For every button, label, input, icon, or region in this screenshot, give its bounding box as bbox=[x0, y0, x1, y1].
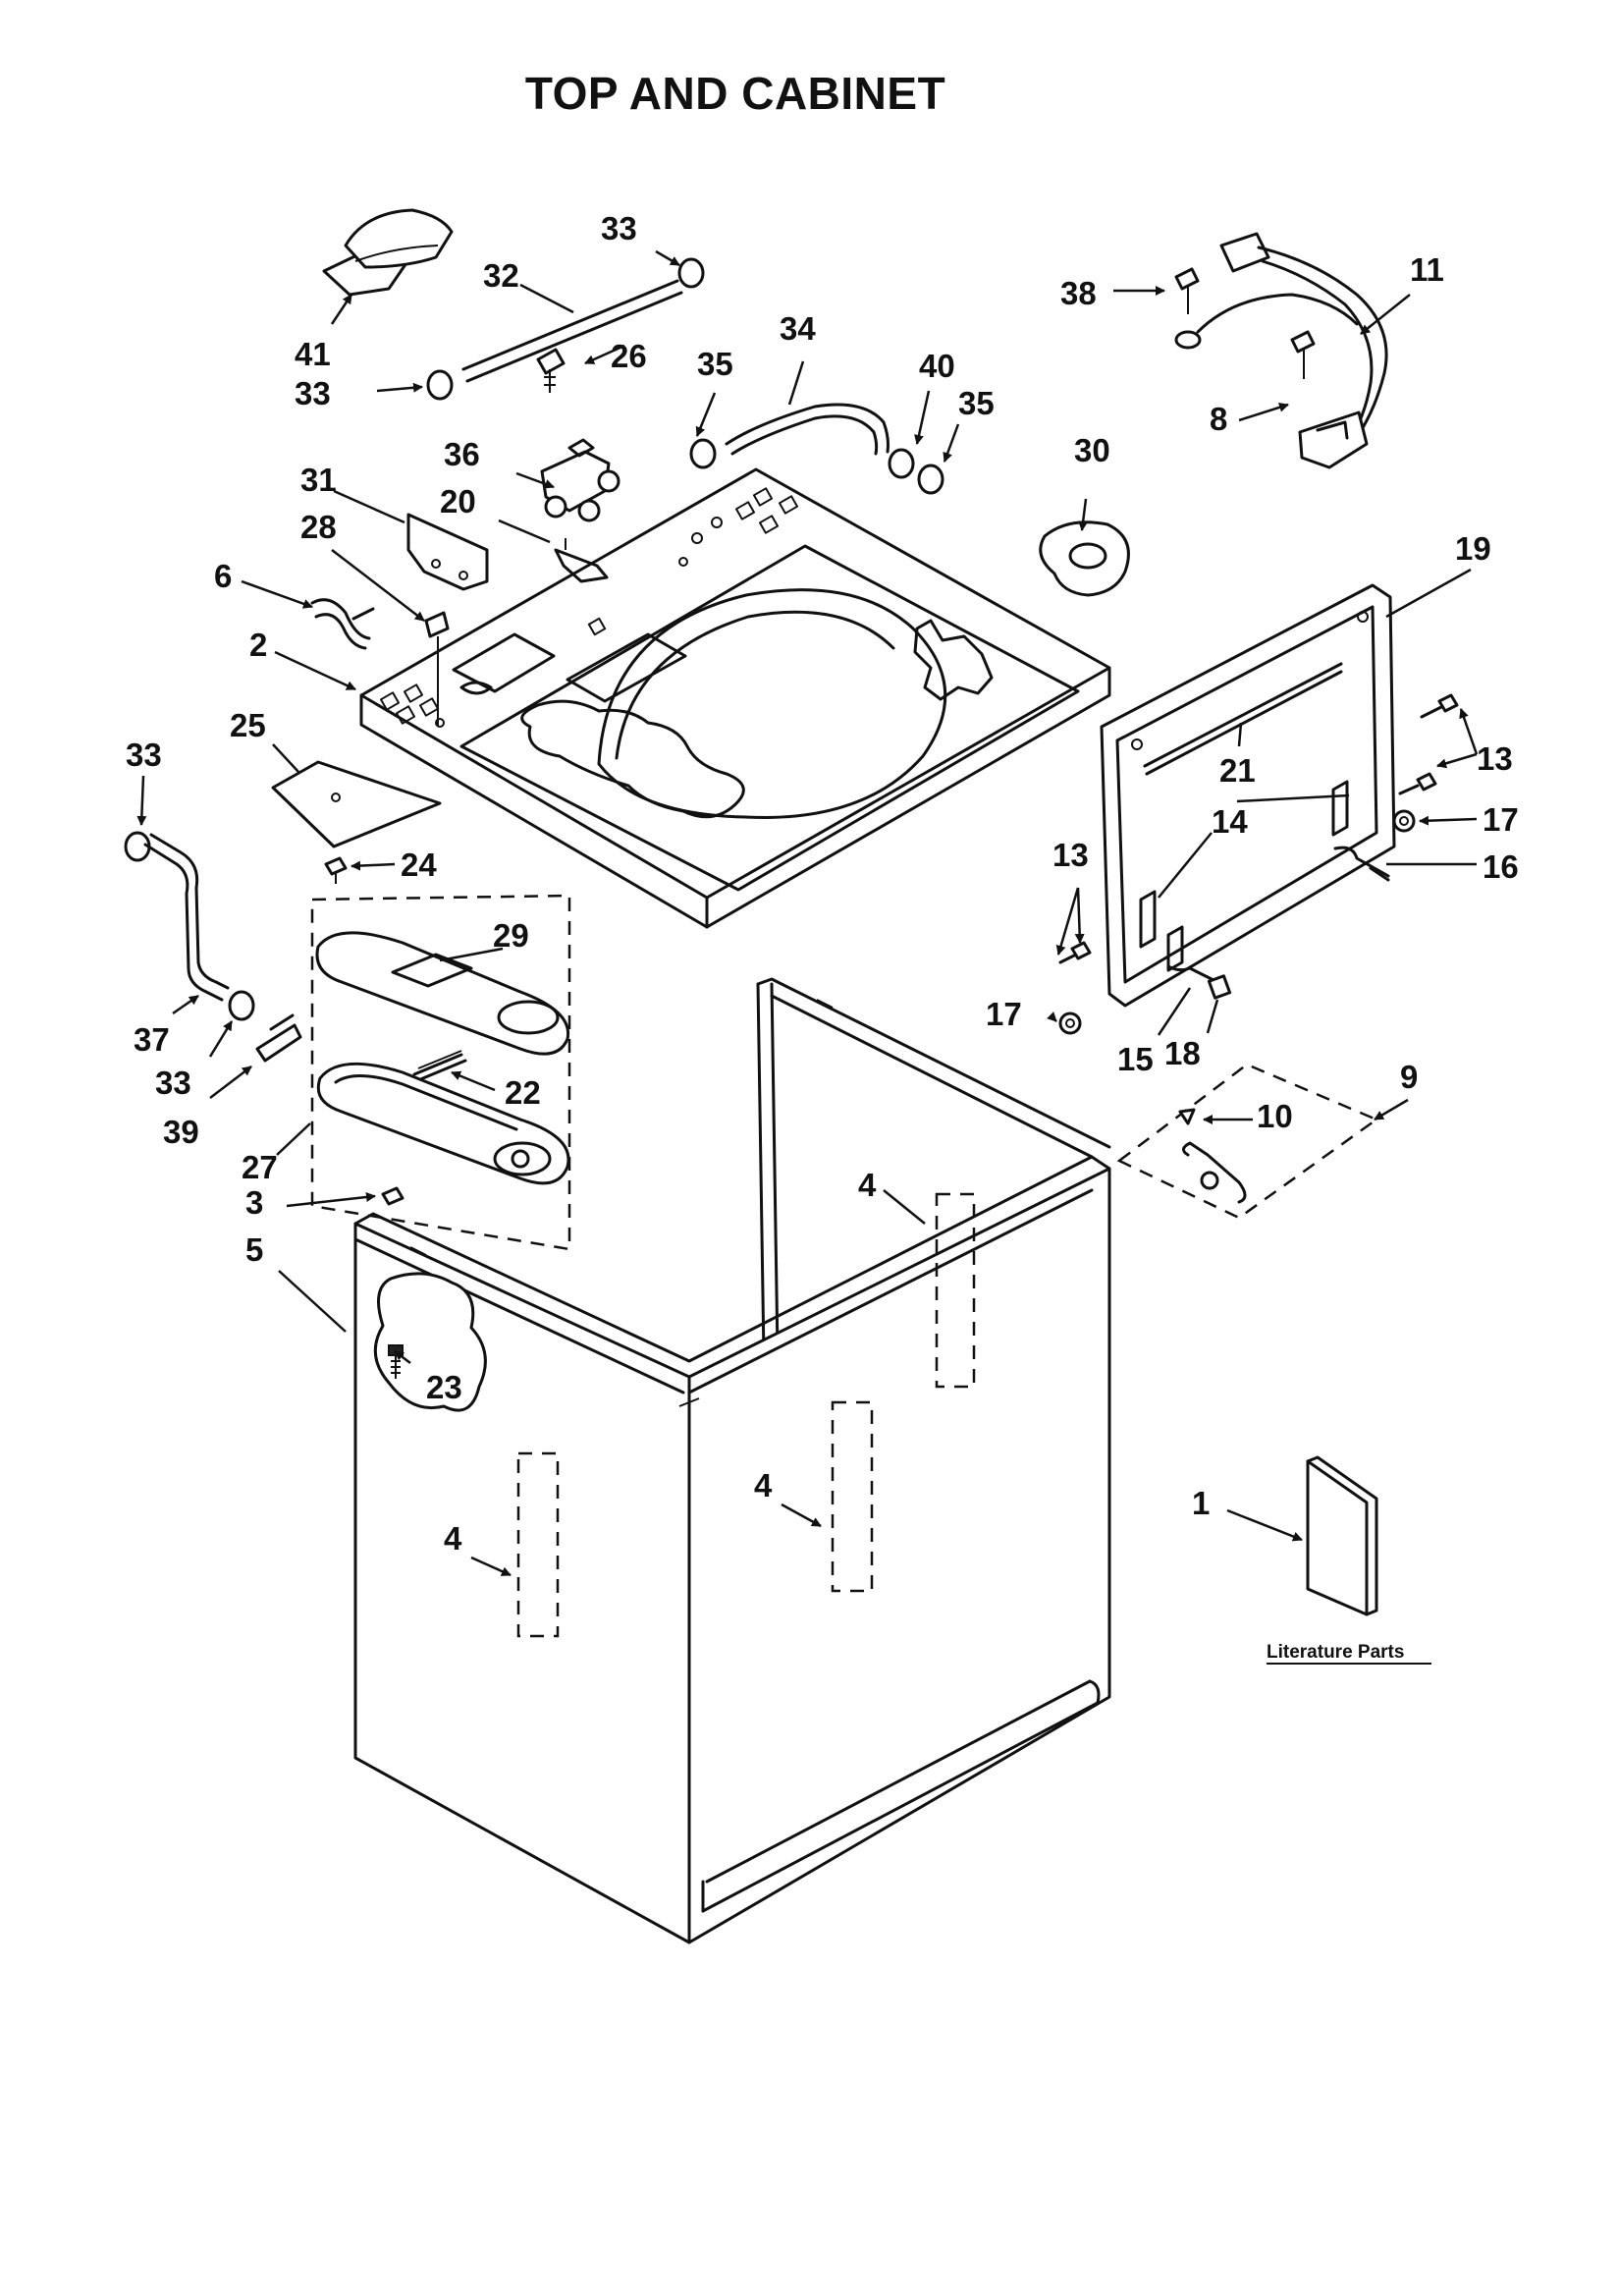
callout-17: 17 bbox=[986, 996, 1022, 1032]
callout-13: 13 bbox=[1477, 740, 1513, 777]
label-outline bbox=[831, 1400, 874, 1593]
callout-20: 20 bbox=[440, 483, 476, 519]
callout-37: 37 bbox=[134, 1021, 170, 1058]
callout-38: 38 bbox=[1060, 275, 1097, 311]
callout-13: 13 bbox=[1052, 837, 1089, 873]
callout-11: 11 bbox=[1410, 251, 1444, 288]
callout-34: 34 bbox=[780, 310, 816, 347]
callout-35: 35 bbox=[697, 346, 733, 382]
label-outline bbox=[935, 1192, 976, 1389]
callout-2: 2 bbox=[249, 627, 267, 663]
callout-27: 27 bbox=[242, 1149, 278, 1185]
callout-41: 41 bbox=[295, 336, 331, 372]
callout-33: 33 bbox=[126, 737, 162, 773]
callout-14: 14 bbox=[1212, 803, 1248, 840]
callout-4: 4 bbox=[858, 1167, 877, 1203]
callout-9: 9 bbox=[1400, 1059, 1418, 1095]
literature-parts-label: Literature Parts bbox=[1267, 1642, 1404, 1663]
callout-31: 31 bbox=[300, 462, 337, 498]
callout-33: 33 bbox=[295, 375, 331, 411]
washer-top bbox=[359, 467, 1111, 929]
fill-hose bbox=[124, 831, 302, 1063]
callout-25: 25 bbox=[230, 707, 266, 743]
lid-spring-kit bbox=[1116, 1063, 1379, 1220]
callout-24: 24 bbox=[401, 847, 437, 883]
callout-4: 4 bbox=[754, 1467, 773, 1503]
callout-17: 17 bbox=[1483, 801, 1519, 838]
callout-30: 30 bbox=[1074, 432, 1110, 468]
callout-4: 4 bbox=[444, 1520, 462, 1557]
cabinet bbox=[353, 977, 1111, 1944]
callout-29: 29 bbox=[493, 917, 529, 954]
callout-32: 32 bbox=[483, 257, 519, 294]
callout-33: 33 bbox=[155, 1065, 191, 1101]
part-4-labels bbox=[516, 1192, 976, 1638]
callout-40: 40 bbox=[919, 348, 955, 384]
callout-35: 35 bbox=[958, 385, 995, 421]
callout-21: 21 bbox=[1219, 752, 1256, 789]
callout-23: 23 bbox=[426, 1369, 462, 1405]
callout-39: 39 bbox=[163, 1114, 199, 1150]
leader-lines bbox=[136, 249, 1479, 1577]
top-components bbox=[271, 208, 1388, 884]
callout-33: 33 bbox=[601, 210, 637, 246]
lid bbox=[1058, 583, 1459, 1035]
callout-19: 19 bbox=[1455, 530, 1491, 567]
callout-36: 36 bbox=[444, 436, 480, 472]
callout-28: 28 bbox=[300, 509, 337, 545]
callout-22: 22 bbox=[505, 1074, 541, 1111]
callout-10: 10 bbox=[1257, 1098, 1293, 1134]
callout-16: 16 bbox=[1483, 848, 1519, 885]
label-outline bbox=[516, 1451, 560, 1638]
callout-3: 3 bbox=[245, 1184, 263, 1221]
callout-26: 26 bbox=[611, 338, 647, 374]
dispenser-assembly bbox=[310, 894, 571, 1251]
callout-8: 8 bbox=[1210, 401, 1227, 437]
callout-6: 6 bbox=[214, 558, 232, 594]
literature-parts: Literature Parts bbox=[1267, 1455, 1431, 1665]
callout-1: 1 bbox=[1192, 1485, 1210, 1521]
callout-15: 15 bbox=[1117, 1041, 1154, 1077]
callout-18: 18 bbox=[1164, 1035, 1201, 1071]
page-title: TOP AND CABINET bbox=[524, 68, 946, 119]
callout-numbers: 1 2 3 4 4 4 5 6 8 9 10 11 13 13 14 15 16… bbox=[126, 210, 1519, 1557]
callout-5: 5 bbox=[245, 1231, 263, 1268]
